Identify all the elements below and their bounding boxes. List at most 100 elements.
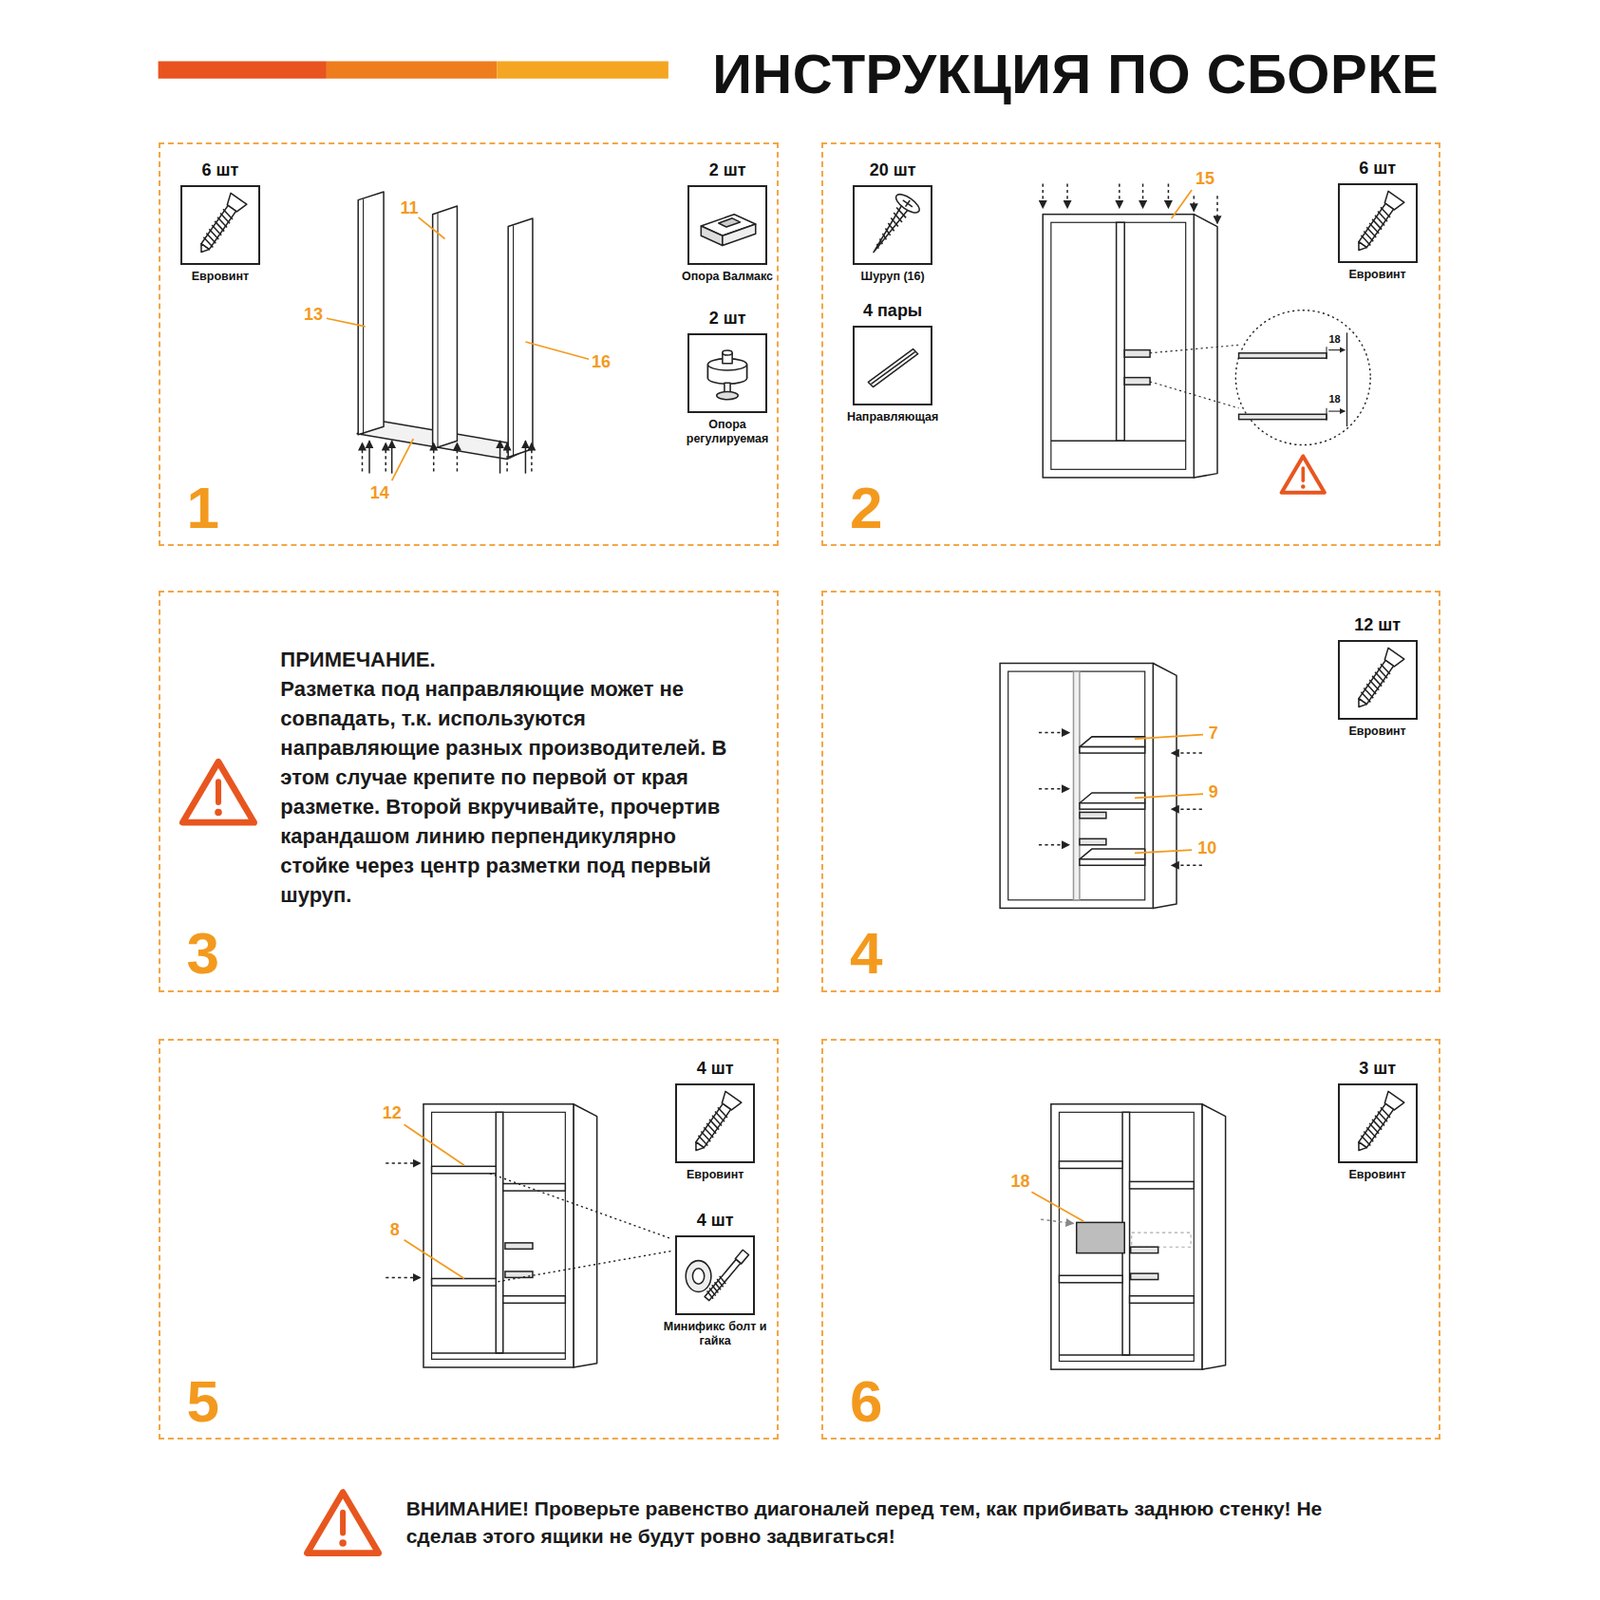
step-panel: 16 штЕвровинт2 штОпора Валмакс2 штОпора … [158,142,779,546]
screw-thread [209,225,224,237]
partition-board [432,206,458,450]
assembly-arrow [1216,195,1219,224]
drawer-rail [1079,838,1107,845]
leader-line [1171,189,1192,219]
minifix-bolt [703,1249,751,1302]
assembly-arrow [1167,183,1170,208]
hardware-icon [854,187,931,264]
hardware-box [1337,1083,1418,1164]
quantity: 3 шт [1358,1056,1396,1080]
part-name: Евровинт [1348,1167,1406,1183]
cabinet-frame-side [1202,1104,1226,1370]
assembly-arrow [530,442,533,471]
callout-number: 13 [303,305,323,323]
plinth-line [1058,1354,1194,1356]
callout-number: 15 [1195,169,1215,188]
quantity: 6 шт [1358,156,1396,180]
assembly-arrow [1040,1219,1073,1224]
screw-thread [1367,1123,1381,1134]
hardware-box [852,185,933,265]
shelf [1079,859,1146,866]
hardware-icon [677,1085,753,1162]
callout-number: 7 [1208,724,1219,742]
partition-board [1116,222,1126,441]
screw-slot [903,200,913,208]
hardware-icon [1339,185,1416,262]
assembly-arrow [361,442,364,471]
shelf [503,1296,566,1304]
screw-thread [1361,1131,1375,1143]
assembly-arrow [385,1277,421,1280]
shelf-top [1079,848,1146,860]
assembly-arrow [385,1162,421,1165]
screw-thread [715,1107,730,1118]
screw-thread [218,213,232,225]
hardware-box [675,1083,755,1164]
valmax-support-icon [700,214,755,246]
step-number: 5 [187,1372,220,1431]
screw-thread [1361,231,1375,243]
screw-tip [692,1142,705,1154]
hardware-item: 4 штЕвровинт [658,1056,772,1183]
screw-thread [204,233,218,245]
shelf [1079,747,1146,753]
screw-tip [197,244,210,256]
drawer-rail [1239,353,1327,358]
assembly-arrow [525,440,528,473]
quantity: 2 шт [709,306,747,330]
assembly-arrow [506,442,509,471]
drawer-front [1076,1222,1126,1253]
shelf [1079,803,1146,810]
screw-thread [707,1119,721,1130]
screw-thread [1378,663,1393,675]
screw-thread [878,239,885,245]
detail-leader [1149,344,1239,354]
cabinet-frame [423,1104,574,1368]
screw-thread [886,223,897,231]
hardware-item: 4 штМинификс болт и гайка [658,1208,772,1349]
screw-shank [870,204,910,255]
shelf [1058,1275,1123,1283]
side-board [508,218,533,457]
screw-thread [875,244,881,249]
euro-screw-icon [1350,647,1404,713]
drawer-rail [1124,350,1150,358]
screw-thread [1370,676,1384,687]
screw-head [893,190,923,217]
part-name: Евровинт [686,1167,744,1183]
step-number: 1 [187,478,220,538]
step-panel: 63 штЕвровинт [821,1038,1441,1440]
minifix-leader [489,1173,672,1240]
step-panel: 5 4 штЕвровинт 4 штМинификс болт и гайка [158,1038,779,1440]
drawer-outline [1131,1232,1191,1247]
cam-body [685,1261,712,1293]
shelf [1129,1181,1195,1189]
screw-thread [212,221,226,232]
warning-icon [1281,455,1325,492]
foot-disk [716,392,739,400]
hardware-icon [1339,1085,1416,1162]
screw-thread [1378,1107,1393,1118]
minifix-leader [497,1250,672,1281]
screw-thread [221,209,235,221]
partition-board [495,1111,504,1354]
screw-thread [1361,687,1375,698]
glass-partition [1072,671,1079,901]
assembly-arrow [368,440,371,473]
board-edge [362,199,364,434]
dimension-line [1328,349,1345,351]
cabinet-frame [1042,214,1194,478]
screw-thread [1373,1115,1387,1127]
callout-number: 8 [390,1221,400,1239]
assembly-arrow [1042,183,1045,208]
euro-screw-icon [1350,1091,1404,1156]
step-panel: 220 штШуруп (16)4 парыНаправляющая6 штЕв… [821,142,1441,546]
minifix-icon [685,1261,712,1293]
warning-icon [306,1492,378,1554]
leader-line [392,438,415,481]
assembly-arrow [1171,865,1203,867]
screw-shank [1357,659,1393,704]
screw-thread [1375,211,1390,223]
warning-mark [215,781,222,803]
leader-line [1134,849,1192,853]
